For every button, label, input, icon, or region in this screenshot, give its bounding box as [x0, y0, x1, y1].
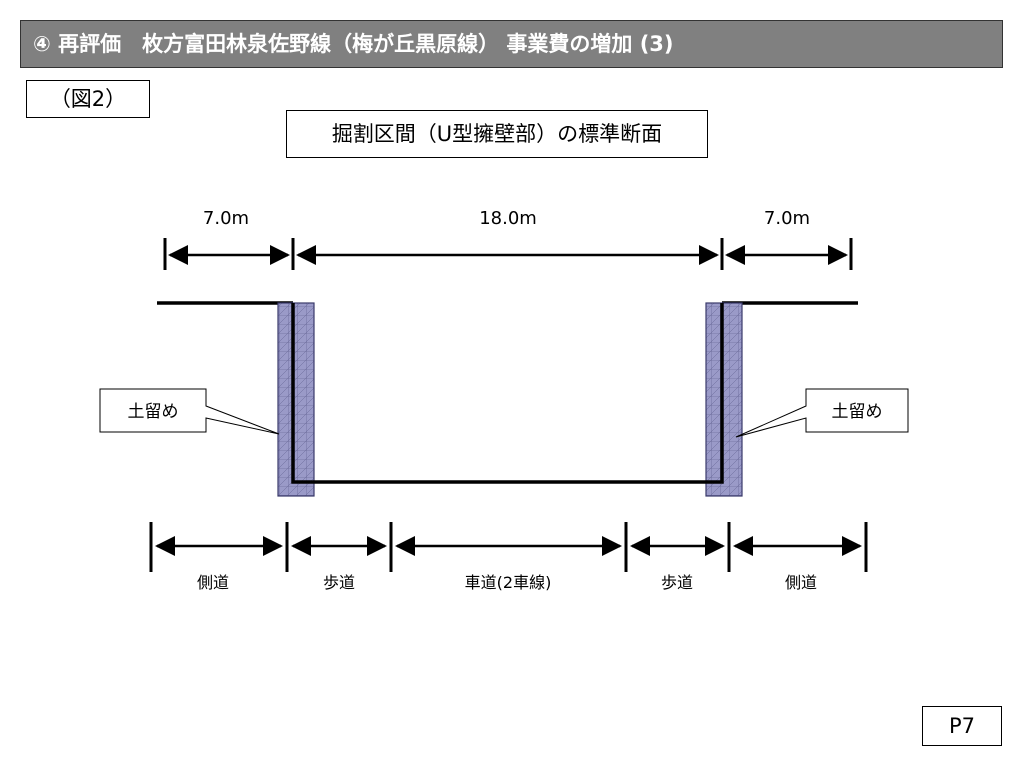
callout-left-label: 土留め — [128, 402, 179, 422]
title-bar: ④ 再評価 枚方富田林泉佐野線（梅が丘黒原線） 事業費の増加 (3) — [20, 20, 1003, 68]
callout-left: 土留め — [99, 388, 280, 435]
dim-label-right: 7.0m — [764, 208, 810, 229]
dim-label-left: 7.0m — [203, 208, 249, 229]
callout-right-label: 土留め — [832, 402, 883, 422]
label-sidewalk-left: 歩道 — [323, 573, 355, 592]
right-retaining-wall — [705, 302, 743, 497]
label-roadway: 車道(2車線) — [465, 573, 552, 592]
label-side-road-left: 側道 — [197, 573, 229, 592]
figure-label: （図2） — [26, 80, 150, 118]
label-side-road-right: 側道 — [785, 573, 817, 592]
page-number: P7 — [922, 706, 1002, 746]
section-title: 掘割区間（U型擁壁部）の標準断面 — [286, 110, 708, 158]
bottom-dimensions: 側道 歩道 車道(2車線) 歩道 側道 — [149, 522, 868, 592]
callout-right: 土留め — [735, 388, 909, 438]
dim-label-center: 18.0m — [479, 208, 537, 229]
top-dimensions: 7.0m 18.0m 7.0m — [163, 208, 853, 270]
u-structure-outline — [291, 303, 724, 484]
label-sidewalk-right: 歩道 — [661, 573, 693, 592]
left-retaining-wall — [277, 302, 315, 497]
slide-title: ④ 再評価 枚方富田林泉佐野線（梅が丘黒原線） 事業費の増加 (3) — [33, 32, 674, 56]
